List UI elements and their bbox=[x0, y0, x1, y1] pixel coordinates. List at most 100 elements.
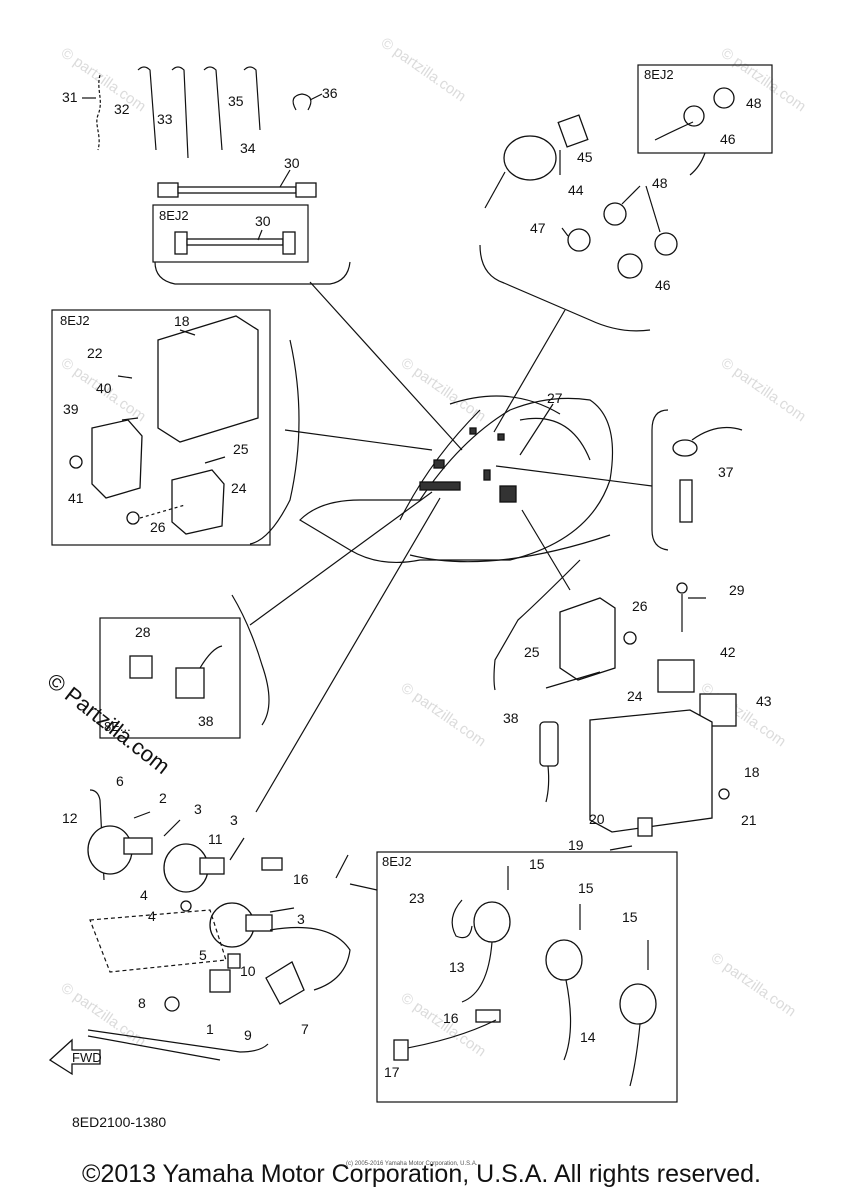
callout-4: 4 bbox=[148, 908, 156, 924]
watermark-text: © partzilla.com bbox=[58, 979, 149, 1050]
callout-43: 43 bbox=[756, 693, 772, 709]
callout-21: 21 bbox=[741, 812, 757, 828]
callout-33: 33 bbox=[157, 111, 173, 127]
callout-27: 27 bbox=[547, 390, 563, 406]
nut-41-part bbox=[69, 455, 83, 469]
plug-cap-7-part bbox=[265, 961, 305, 1005]
callout-7: 7 bbox=[301, 1021, 309, 1037]
condenser-wire bbox=[199, 645, 223, 669]
clip-23-part bbox=[451, 899, 473, 939]
ring-48-variant-part bbox=[713, 87, 735, 109]
callout-24: 24 bbox=[231, 480, 247, 496]
plug-cable bbox=[269, 926, 351, 991]
pointer-line bbox=[284, 429, 433, 451]
component-marker bbox=[497, 433, 505, 441]
variant-box bbox=[376, 851, 678, 1103]
variant-box bbox=[152, 204, 309, 263]
small-credit: (c) 2005-2016 Yamaha Motor Corporation, … bbox=[346, 1161, 478, 1167]
nut-21-part bbox=[718, 788, 730, 800]
condenser-38-part bbox=[175, 667, 205, 699]
group-cdi bbox=[51, 309, 300, 546]
callout-3: 3 bbox=[194, 801, 202, 817]
bolt-2-part bbox=[133, 811, 151, 819]
callout-30: 30 bbox=[284, 155, 300, 171]
callout-6: 6 bbox=[116, 773, 124, 789]
callout-22: 22 bbox=[87, 345, 103, 361]
callout-16: 16 bbox=[443, 1010, 459, 1026]
callout-9: 9 bbox=[244, 1027, 252, 1043]
callout-34: 34 bbox=[240, 140, 256, 156]
cdi-unit-part bbox=[157, 315, 259, 443]
connector-body-part bbox=[679, 479, 693, 523]
fwd-arrow-icon bbox=[48, 1038, 101, 1076]
body-line bbox=[519, 417, 591, 461]
leader-line bbox=[279, 169, 291, 188]
callout-labels: 31 32 33 34 35 36 30 8EJ2 30 8EJ2 48 46 … bbox=[60, 67, 772, 1130]
knob-46-variant-part bbox=[683, 105, 705, 127]
coil-14-part bbox=[545, 939, 583, 981]
callout-15: 15 bbox=[578, 880, 594, 896]
component-marker bbox=[469, 427, 477, 435]
ring-48-part bbox=[654, 232, 678, 256]
bracket-1-part bbox=[209, 969, 231, 993]
leader-line bbox=[139, 504, 186, 519]
callout-41: 41 bbox=[68, 490, 84, 506]
callout-40: 40 bbox=[96, 380, 112, 396]
nut-8-part bbox=[164, 996, 180, 1012]
leader-line bbox=[621, 185, 641, 205]
wire-harness-9-part bbox=[87, 1029, 269, 1053]
cap-16-part bbox=[261, 857, 283, 871]
callout-15: 15 bbox=[622, 909, 638, 925]
callout-25: 25 bbox=[233, 441, 249, 457]
callout-18: 18 bbox=[744, 764, 760, 780]
collar-5-part bbox=[227, 953, 241, 969]
knob-cable bbox=[654, 121, 694, 141]
rod-30-variant-part bbox=[186, 238, 284, 246]
callout-19: 19 bbox=[568, 837, 584, 853]
watermark-text: © partzilla.com bbox=[378, 34, 469, 105]
callout-18: 18 bbox=[174, 313, 190, 329]
variant-pointer bbox=[689, 152, 706, 176]
callout-32: 32 bbox=[114, 101, 130, 117]
cap-16-variant-part bbox=[475, 1009, 501, 1023]
pointer-line bbox=[521, 509, 571, 591]
rod-end-part bbox=[174, 231, 188, 255]
group-bracket bbox=[231, 594, 270, 726]
fwd-label: FWD bbox=[72, 1050, 102, 1065]
component-marker bbox=[433, 459, 445, 469]
main-switch-part bbox=[503, 135, 557, 181]
group-ignition: FWD bbox=[48, 789, 351, 1076]
coil-14-part bbox=[619, 983, 657, 1025]
variant-box bbox=[51, 309, 271, 546]
callout-16: 16 bbox=[293, 871, 309, 887]
pointer-line bbox=[309, 281, 463, 451]
callout-48: 48 bbox=[746, 95, 762, 111]
callout-38: 38 bbox=[503, 710, 519, 726]
callout-45: 45 bbox=[577, 149, 593, 165]
unit-24-part bbox=[171, 469, 225, 535]
bolt-3-part bbox=[229, 837, 245, 861]
callout-26: 26 bbox=[632, 598, 648, 614]
callout-14: 14 bbox=[580, 1029, 596, 1045]
callout-29: 29 bbox=[729, 582, 745, 598]
group-37 bbox=[651, 409, 743, 551]
callout-17: 17 bbox=[384, 1064, 400, 1080]
callout-25: 25 bbox=[524, 644, 540, 660]
callout-35: 35 bbox=[228, 93, 244, 109]
nut-26-part bbox=[126, 511, 140, 525]
terminal-29-part bbox=[676, 582, 688, 594]
coil-wire bbox=[563, 979, 572, 1061]
knob-46-part bbox=[617, 253, 643, 279]
knob-47-part bbox=[567, 228, 591, 252]
callout-8: 8 bbox=[138, 995, 146, 1011]
relay-42-part bbox=[657, 659, 695, 693]
condenser-wire bbox=[545, 765, 550, 803]
callout-46: 46 bbox=[655, 277, 671, 293]
callout-39: 39 bbox=[63, 401, 79, 417]
leader-line bbox=[179, 329, 196, 336]
switch-cable bbox=[484, 171, 506, 209]
regulator-39-part bbox=[91, 419, 143, 499]
pointer-line bbox=[493, 309, 566, 433]
group-bracket bbox=[651, 409, 669, 551]
connector-28-part bbox=[129, 655, 153, 679]
